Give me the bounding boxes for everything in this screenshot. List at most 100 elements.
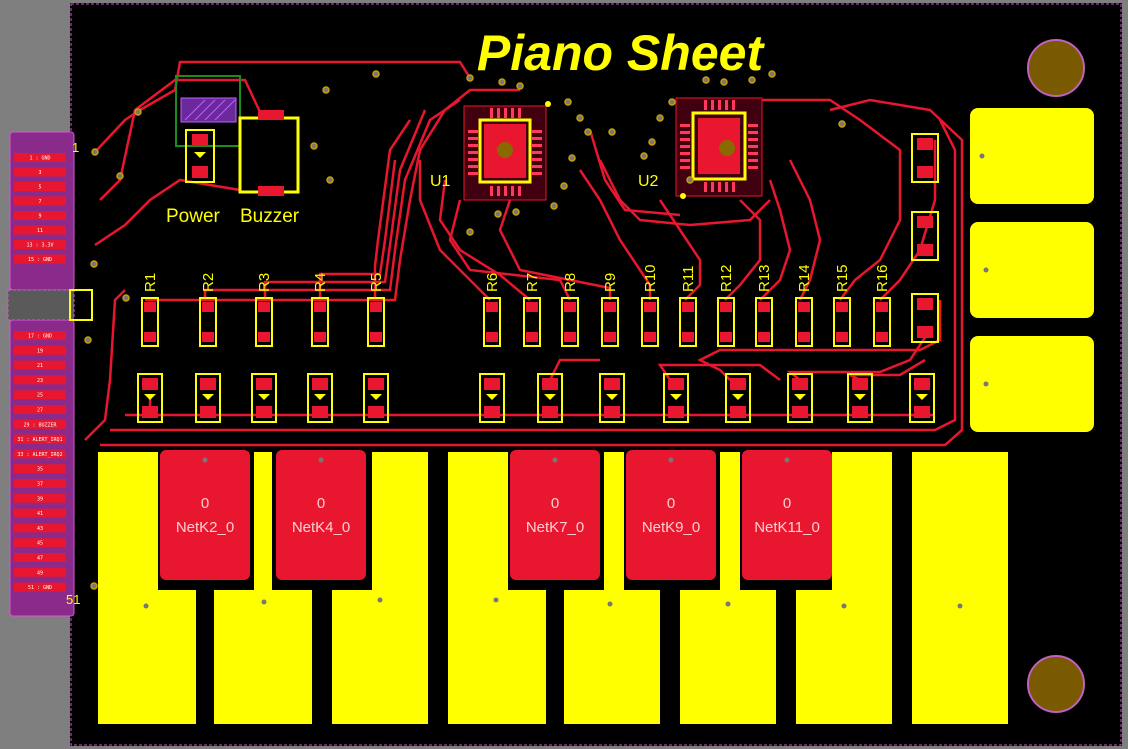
connector-pin[interactable] <box>14 153 66 162</box>
led-6[interactable] <box>479 373 505 423</box>
resistor-r13[interactable]: R13 <box>755 264 773 347</box>
black-key-pad[interactable] <box>510 450 600 580</box>
connector-pin[interactable] <box>14 331 66 340</box>
resistor-pad <box>314 332 326 342</box>
connector-pin[interactable] <box>14 405 66 414</box>
resistor-r12[interactable]: R12 <box>717 264 735 347</box>
touch-pad-3[interactable] <box>970 336 1094 432</box>
resistor-r3[interactable]: R3 <box>255 273 273 347</box>
white-key-g[interactable] <box>564 590 660 724</box>
connector-pin[interactable] <box>14 493 66 503</box>
touch-pad-1[interactable] <box>970 108 1094 204</box>
connector-pin[interactable] <box>14 375 66 385</box>
resistor-r5[interactable]: R5 <box>367 273 385 347</box>
resistor-r4[interactable]: R4 <box>311 273 329 347</box>
power-switch-pad[interactable] <box>180 97 237 123</box>
resistor-r9[interactable]: R9 <box>601 273 619 347</box>
buzzer-label: Buzzer <box>240 206 300 227</box>
white-key-c2[interactable] <box>912 452 1008 724</box>
led-9[interactable] <box>663 373 689 423</box>
connector-pin[interactable] <box>14 345 66 355</box>
led-1[interactable] <box>137 373 163 423</box>
connector-pin[interactable] <box>14 538 66 548</box>
resistor-pad <box>526 302 538 312</box>
resistor-r8[interactable]: R8 <box>561 273 579 347</box>
white-key-d[interactable] <box>214 590 312 724</box>
led-8[interactable] <box>599 373 625 423</box>
connector-pin[interactable] <box>14 254 66 264</box>
led-7[interactable] <box>537 373 563 423</box>
led-12[interactable] <box>847 373 873 423</box>
connector-pin[interactable] <box>14 567 66 577</box>
led-outline <box>725 373 751 423</box>
connector-pin[interactable] <box>14 553 66 562</box>
connector-pin[interactable] <box>14 449 66 459</box>
resistor-label: R6 <box>484 273 501 292</box>
led-5[interactable] <box>363 373 389 423</box>
resistor-r7[interactable]: R7 <box>523 273 541 347</box>
power-led-pad-1[interactable] <box>192 134 208 146</box>
black-key-pad[interactable] <box>276 450 366 580</box>
power-led-pad-2[interactable] <box>192 166 208 178</box>
black-key-pad[interactable] <box>160 450 250 580</box>
led-11[interactable] <box>787 373 813 423</box>
connector-pin[interactable] <box>14 390 66 400</box>
resistor-r6[interactable]: R6 <box>483 273 501 347</box>
led-10[interactable] <box>725 373 751 423</box>
resistor-r2[interactable]: R2 <box>199 273 217 347</box>
black-key-pad[interactable] <box>626 450 716 580</box>
resistor-r11[interactable]: R11 <box>679 266 697 347</box>
resistor-r1[interactable]: R1 <box>141 273 159 347</box>
mounting-hole-bottom[interactable] <box>1027 655 1085 713</box>
connector-pin[interactable] <box>14 434 66 444</box>
black-key-net: NetK4_0 <box>292 519 350 536</box>
u1-chip[interactable] <box>463 101 551 201</box>
black-key-pad[interactable] <box>742 450 832 580</box>
u2-chip[interactable] <box>675 97 763 199</box>
connector-pin[interactable] <box>14 464 66 474</box>
led-13[interactable] <box>909 373 935 423</box>
white-key-c[interactable] <box>98 452 196 724</box>
led-3[interactable] <box>251 373 277 423</box>
touch-pad-2[interactable] <box>970 222 1094 318</box>
connector-pin[interactable] <box>14 419 66 429</box>
connector-pin[interactable] <box>14 211 66 220</box>
white-key-e[interactable] <box>332 452 428 724</box>
led-2[interactable] <box>195 373 221 423</box>
connector-pin[interactable] <box>14 523 66 533</box>
led-4[interactable] <box>307 373 333 423</box>
connector-pin-label: 41 <box>37 511 43 517</box>
resistor-r16[interactable]: R16 <box>873 264 891 347</box>
buzzer-pad-1[interactable] <box>258 110 284 120</box>
resistor-outline <box>199 297 217 347</box>
connector-pin[interactable] <box>14 225 66 235</box>
connector-pin[interactable] <box>14 240 66 249</box>
buzzer-pad-2[interactable] <box>258 186 284 196</box>
resistor-pad <box>144 332 156 342</box>
resistor-r10[interactable]: R10 <box>641 264 659 347</box>
mounting-hole-top[interactable] <box>1027 39 1085 97</box>
resistor-r15[interactable]: R15 <box>833 264 851 347</box>
connector-pin[interactable] <box>14 508 66 518</box>
white-key-a[interactable] <box>680 590 776 724</box>
white-key-f[interactable] <box>448 452 546 724</box>
white-key-b[interactable] <box>796 452 892 724</box>
connector-pin[interactable] <box>14 182 66 191</box>
connector-pin[interactable] <box>14 167 66 177</box>
connector-pin[interactable] <box>14 360 66 370</box>
connector-pin[interactable] <box>14 479 66 488</box>
connector-pin[interactable] <box>14 196 66 206</box>
led-pad <box>792 406 808 418</box>
connector-pin-label: 1 : GND <box>29 156 50 162</box>
connector-pin[interactable] <box>14 582 66 592</box>
resistor-r14[interactable]: R14 <box>795 264 813 347</box>
led-outline <box>137 373 163 423</box>
led-pad <box>668 406 684 418</box>
